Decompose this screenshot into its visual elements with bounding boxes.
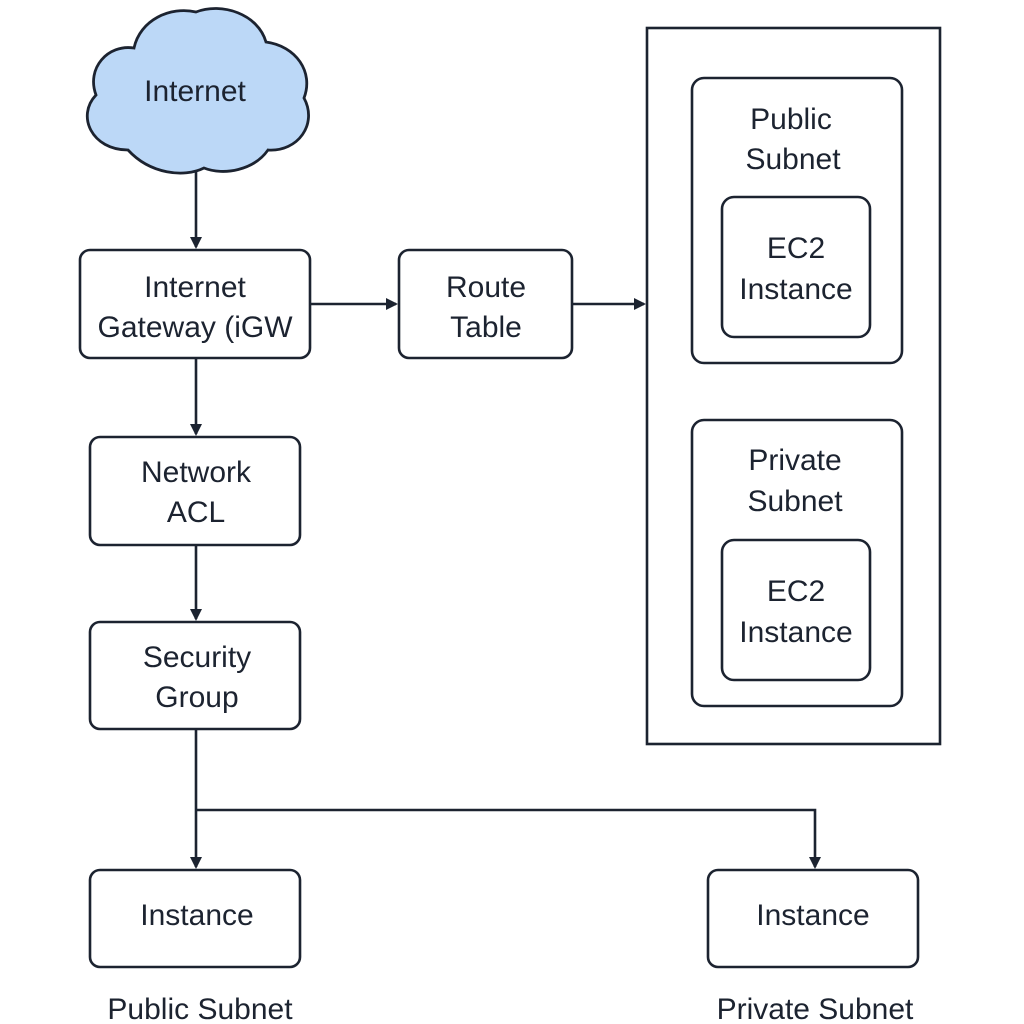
internet-gateway-node: Internet Gateway (iGW	[78, 248, 312, 360]
vpc-public-ec2-instance: EC2 Instance	[720, 195, 872, 339]
security-group-node: Security Group	[88, 620, 302, 731]
vpc-private-subnet-label-line2: Subnet	[747, 485, 843, 518]
private-instance-label: Instance	[756, 899, 869, 932]
internet-cloud: Internet	[85, 7, 310, 175]
vpc-private-ec2-label-line2: Instance	[739, 616, 852, 649]
private-subnet-caption: Private Subnet	[717, 993, 914, 1024]
vpc-public-subnet-label-line2: Subnet	[745, 143, 841, 176]
nacl-label-line1: Network	[141, 456, 252, 489]
private-instance-node: Instance	[706, 868, 920, 969]
vpc-private-ec2-instance: EC2 Instance	[720, 538, 872, 682]
route-table-label-line1: Route	[446, 271, 526, 304]
igw-label-line1: Internet	[144, 271, 246, 304]
network-acl-node: Network ACL	[88, 435, 302, 547]
cloud-icon	[85, 7, 310, 175]
route-table-node: Route Table	[397, 248, 574, 360]
vpc-public-ec2-label-line2: Instance	[739, 273, 852, 306]
vpc-public-subnet-label-line1: Public	[750, 103, 832, 136]
public-instance-label: Instance	[140, 899, 253, 932]
edge-sg-to-private-instance	[196, 808, 821, 869]
vpc-private-subnet-label-line1: Private	[748, 444, 841, 477]
igw-label-line2: Gateway (iGW	[97, 311, 293, 344]
vpc-public-ec2-label-line1: EC2	[767, 232, 825, 265]
public-subnet-caption: Public Subnet	[107, 993, 293, 1024]
connectors	[190, 172, 821, 869]
route-table-label-line2: Table	[450, 311, 522, 344]
sg-label-line2: Group	[155, 681, 238, 714]
vpc-private-ec2-label-line1: EC2	[767, 575, 825, 608]
nacl-label-line2: ACL	[167, 496, 225, 529]
sg-label-line1: Security	[143, 641, 251, 674]
internet-label: Internet	[144, 75, 246, 108]
public-instance-node: Instance	[88, 868, 302, 969]
